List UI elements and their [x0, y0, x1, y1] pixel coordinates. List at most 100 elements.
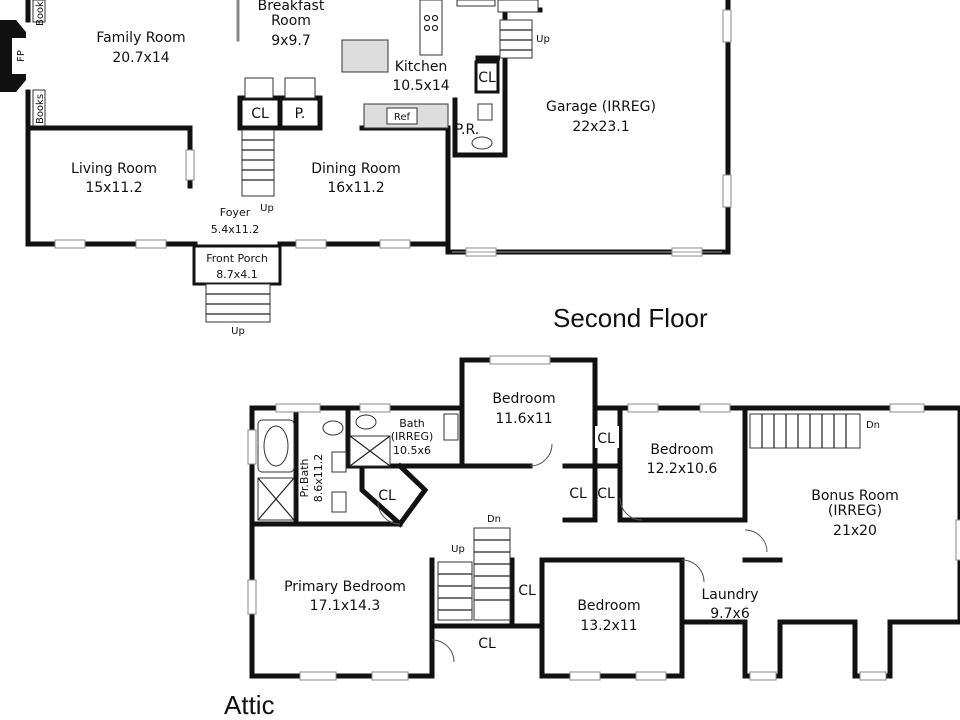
books-label-bottom: Books: [35, 94, 46, 124]
dining-room-name: Dining Room: [311, 161, 401, 177]
bonus-stairs-down-label: Dn: [866, 420, 880, 431]
wall: [25, 125, 193, 189]
door-swing: [529, 443, 553, 467]
toilet: [355, 414, 377, 430]
second-floor: Pr.Bath 8.6x11.2 Bath (IRREG) 10.5x6 Dn …: [247, 355, 960, 681]
powder-sink: [477, 103, 493, 121]
window: [722, 174, 732, 208]
kitchen-island: [341, 39, 389, 73]
window: [371, 671, 409, 681]
primary-bath-dim: 8.6x11.2: [312, 454, 325, 503]
breakfast-room-dim: 9x9.7: [271, 33, 310, 49]
toilet: [471, 136, 493, 150]
garage-stairs-top: [497, 0, 539, 13]
laundry-dim: 9.7x6: [710, 606, 750, 622]
closet-label-primary: CL: [378, 488, 396, 504]
pantry-door: [284, 77, 316, 99]
window: [359, 403, 391, 413]
window: [379, 239, 411, 249]
closet-label-hall-1: CL: [569, 486, 587, 502]
burner: [423, 14, 431, 22]
window: [247, 429, 257, 465]
primary-bedroom-name: Primary Bedroom: [284, 579, 406, 595]
window: [295, 239, 327, 249]
garage-name: Garage (IRREG): [546, 99, 656, 115]
wall: [679, 405, 960, 679]
stairs-down-label: Dn: [487, 514, 501, 525]
breakfast-room-name2: Room: [271, 13, 311, 29]
dining-room-dim: 16x11.2: [327, 180, 384, 196]
bonus-room-dim: 21x20: [833, 523, 877, 539]
primary-bath-name: Pr.Bath: [298, 458, 311, 497]
closet-label-lower: CL: [478, 636, 496, 652]
second-floor-heading: Second Floor: [553, 303, 708, 333]
door-swing: [377, 501, 401, 525]
living-room-dim: 15x11.2: [85, 180, 142, 196]
pantry-label: P.: [295, 106, 306, 122]
books-label-top: Books: [35, 0, 46, 26]
counter: [456, 0, 496, 7]
breakfast-room-name1: Breakfast: [258, 0, 325, 14]
bedroom-a-name: Bedroom: [492, 391, 555, 407]
bath-dim: 10.5x6: [393, 444, 431, 457]
door-swing: [681, 559, 705, 583]
window: [489, 355, 551, 365]
fireplace-label: FP: [16, 50, 27, 62]
closet-label-bedroom-a: CL: [597, 431, 615, 447]
tub-basin: [263, 425, 289, 467]
garage-closet: [474, 60, 500, 94]
bedroom-c-name: Bedroom: [577, 598, 640, 614]
ref-label: Ref: [394, 112, 411, 123]
burner: [431, 24, 439, 32]
window: [749, 671, 777, 681]
shower-x: [349, 435, 391, 467]
door-swing: [744, 529, 768, 553]
bath-sink: [443, 413, 459, 441]
window: [54, 239, 86, 249]
porch-steps-up-label: Up: [231, 326, 245, 337]
stairs-up: [437, 561, 473, 621]
window: [635, 671, 667, 681]
main-stairs-up-label: Up: [260, 203, 274, 214]
vanity-sink: [331, 451, 347, 473]
wall: [539, 557, 685, 679]
bath-name: Bath: [399, 417, 425, 430]
stairs-down: [473, 527, 511, 621]
window: [859, 671, 887, 681]
first-floor: FP Books Books: [0, 0, 732, 337]
main-stairs: [241, 129, 275, 197]
stairs-up-label: Up: [451, 544, 465, 555]
fireplace-hearth: [12, 38, 26, 74]
window: [247, 579, 257, 615]
refrigerator: [386, 107, 418, 125]
window: [569, 671, 601, 681]
cooktop-counter: [419, 0, 443, 56]
closet-label-hall-2: CL: [597, 486, 615, 502]
front-porch-name: Front Porch: [206, 252, 268, 265]
window: [299, 671, 337, 681]
window: [699, 403, 731, 413]
wall: [452, 0, 508, 158]
garage-dim: 22x23.1: [572, 119, 629, 135]
window: [185, 149, 195, 181]
bonus-stairs: [749, 413, 861, 449]
window: [722, 9, 732, 43]
closet-box: [595, 426, 619, 448]
bonus-room-sub: (IRREG): [828, 503, 882, 519]
toilet: [322, 420, 344, 436]
door-swing: [619, 497, 643, 521]
kitchen-dim: 10.5x14: [392, 78, 449, 94]
bonus-room-name: Bonus Room: [811, 488, 899, 504]
bedroom-a-dim: 11.6x11: [495, 411, 552, 427]
burner: [431, 14, 439, 22]
porch-steps: [205, 283, 271, 323]
closet-label-garage: CL: [478, 70, 496, 86]
window: [955, 519, 960, 561]
attic-heading: Attic: [224, 690, 275, 720]
garage-steps: [499, 19, 533, 59]
closet-door: [244, 77, 274, 99]
family-room-name: Family Room: [96, 30, 185, 46]
laundry-name: Laundry: [701, 587, 758, 603]
burner: [423, 24, 431, 32]
bookshelf-top: [32, 0, 46, 23]
